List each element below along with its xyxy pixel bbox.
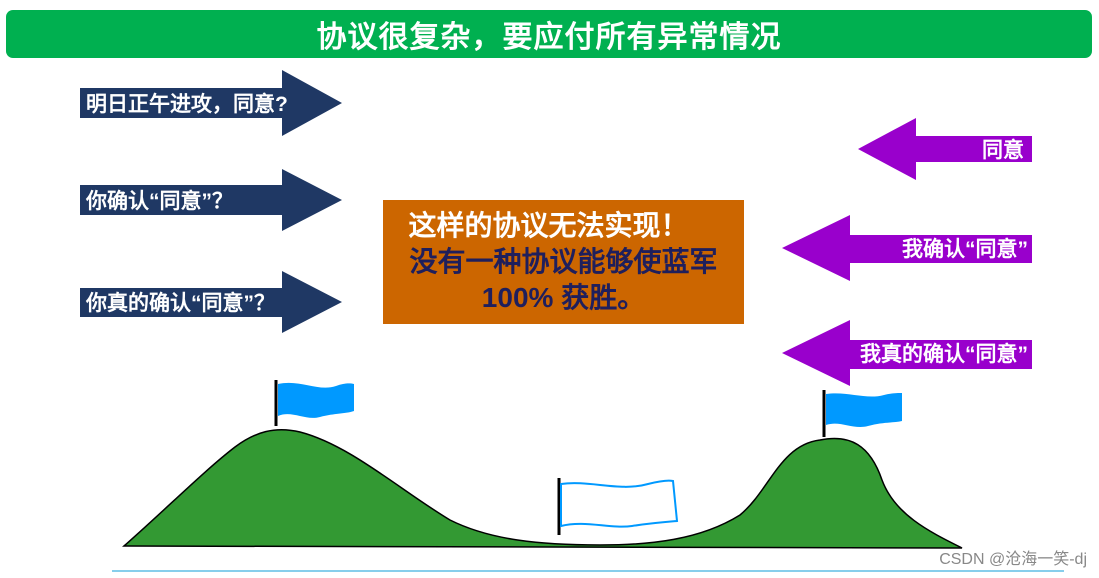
right-blue-flag-icon: [822, 390, 902, 437]
left-arrow-icon: [782, 215, 1032, 281]
conclusion-line-3: 100% 获胜。: [481, 282, 646, 313]
hills-landscape: [122, 428, 963, 549]
arrow-label: 你真的确认“同意”？: [86, 292, 275, 315]
right-arrow-icon: [80, 70, 342, 136]
conclusion-line-1: 这样的协议无法实现！: [408, 210, 689, 241]
watermark: CSDN @沧海一笑-dj: [939, 551, 1087, 568]
arrow-label: 我真的确认“同意”: [860, 343, 1028, 366]
left-blue-flag-icon: [274, 380, 354, 426]
right-arrow-icon: [80, 271, 342, 333]
reply-arrow-confirm: 我确认“同意”: [782, 215, 1032, 281]
right-arrow-icon: [80, 169, 342, 231]
center-white-flag-icon: [557, 478, 679, 535]
arrow-label: 同意: [982, 139, 1024, 162]
arrow-label: 你确认“同意”？: [86, 190, 233, 213]
message-arrow-attack-proposal: 明日正午进攻，同意?: [80, 70, 342, 136]
message-arrow-confirm-request: 你确认“同意”？: [80, 169, 342, 231]
left-arrow-icon: [782, 320, 1032, 386]
reply-arrow-agree: 同意: [858, 118, 1032, 180]
reply-arrow-reconfirm: 我真的确认“同意”: [782, 320, 1032, 386]
conclusion-box: 这样的协议无法实现！ 没有一种协议能够使蓝军 100% 获胜。: [383, 200, 744, 324]
message-arrow-reconfirm-request: 你真的确认“同意”？: [80, 271, 342, 333]
left-arrow-icon: [858, 118, 1032, 180]
title-text: 协议很复杂，要应付所有异常情况: [316, 21, 782, 54]
arrow-label: 我确认“同意”: [902, 238, 1028, 261]
conclusion-line-2: 没有一种协议能够使蓝军: [409, 246, 718, 277]
arrow-label: 明日正午进攻，同意?: [86, 93, 288, 116]
title-bar: 协议很复杂，要应付所有异常情况: [6, 10, 1092, 58]
